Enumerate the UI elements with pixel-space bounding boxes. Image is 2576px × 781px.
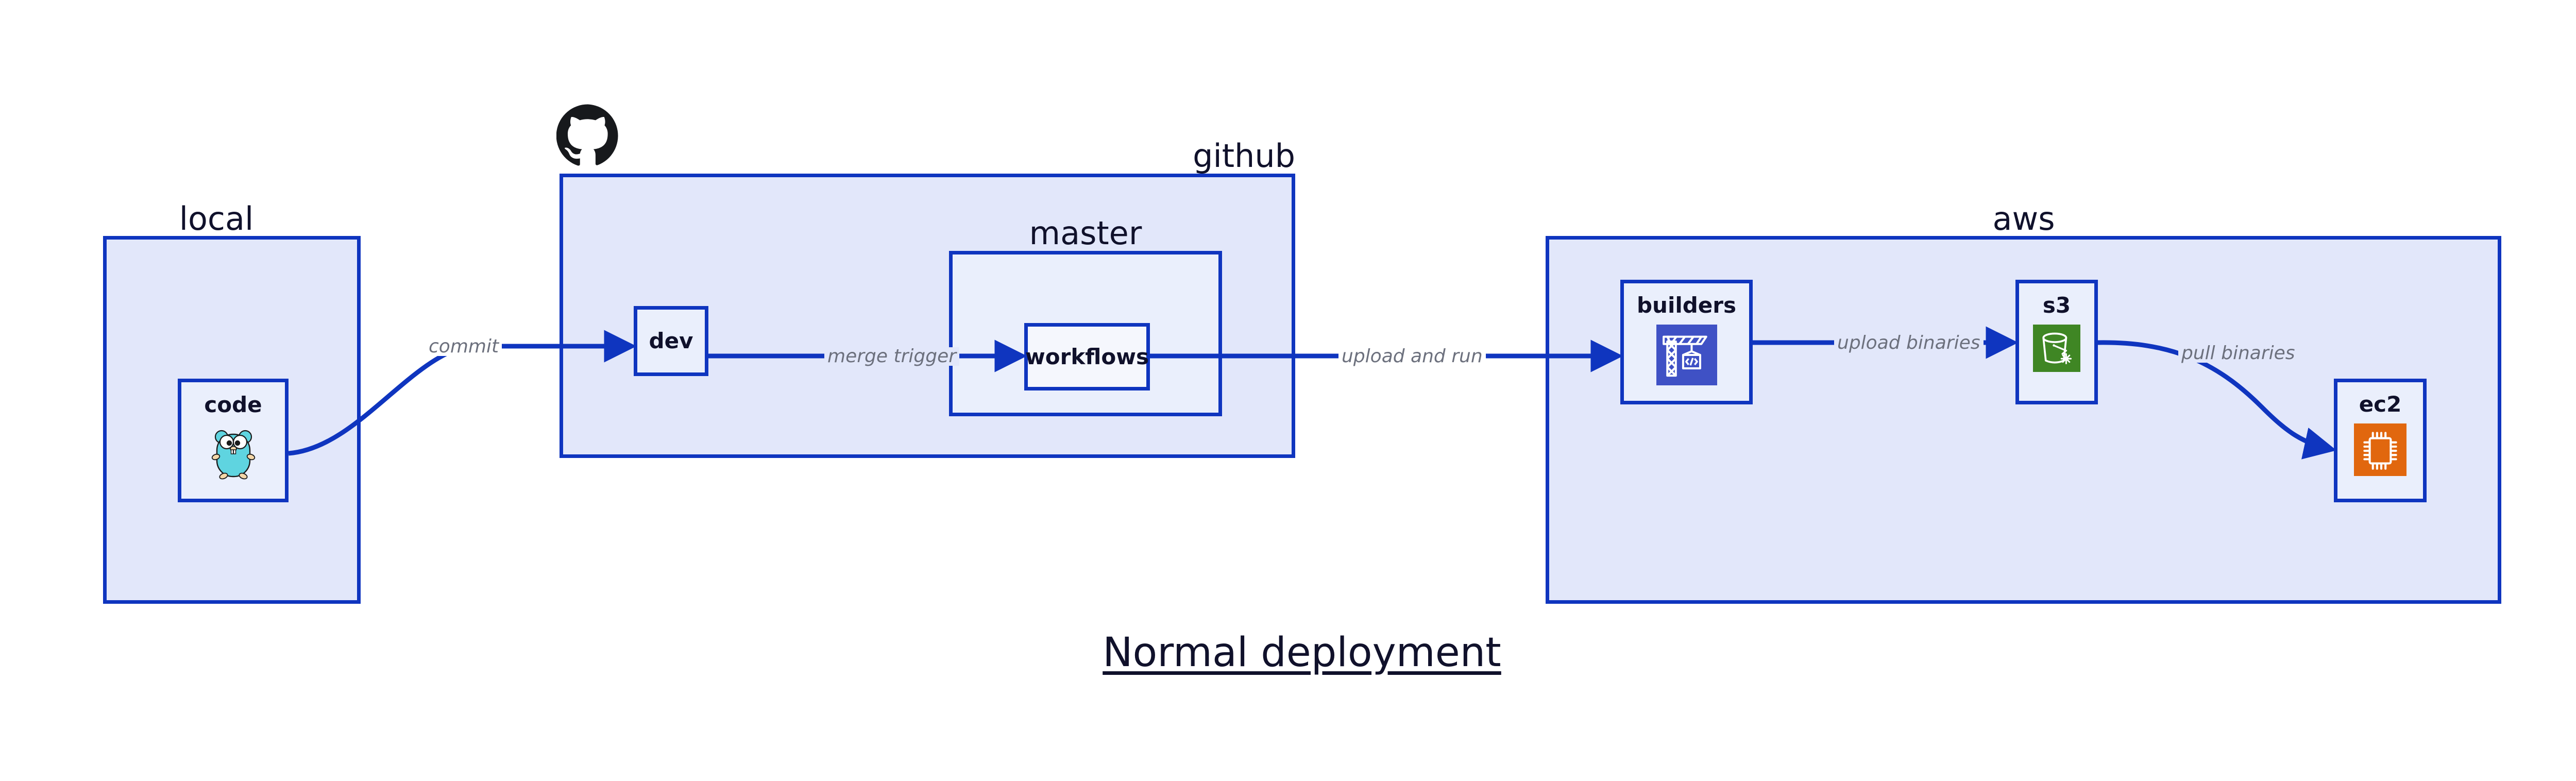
edge-label-commit: commit xyxy=(426,337,502,356)
group-master-label: master xyxy=(1029,214,1142,252)
group-local-label: local xyxy=(179,200,254,237)
edge-label-pull-binaries: pull binaries xyxy=(2178,344,2298,363)
group-github-label: github xyxy=(1193,137,1295,175)
node-dev[interactable]: dev xyxy=(634,306,708,376)
node-code[interactable]: code xyxy=(178,379,289,502)
edge-label-merge-trigger: merge trigger xyxy=(824,347,960,366)
node-ec2-label: ec2 xyxy=(2359,392,2402,417)
edge-label-upload-binaries: upload binaries xyxy=(1834,334,1984,352)
node-dev-label: dev xyxy=(649,328,693,353)
ec2-chip-icon xyxy=(2354,423,2406,478)
edge-label-upload-and-run: upload and run xyxy=(1338,347,1486,366)
group-aws-label: aws xyxy=(1992,200,2055,237)
diagram-title: Normal deployment xyxy=(1103,630,1501,676)
node-s3-label: s3 xyxy=(2042,293,2071,318)
node-workflows[interactable]: workflows xyxy=(1024,323,1150,390)
go-gopher-icon xyxy=(210,425,257,484)
node-code-label: code xyxy=(204,392,262,417)
github-mark-icon xyxy=(556,104,619,166)
node-builders[interactable]: builders xyxy=(1620,280,1753,404)
crane-code-icon xyxy=(1656,325,1717,387)
node-builders-label: builders xyxy=(1636,293,1737,318)
node-workflows-label: workflows xyxy=(1025,344,1149,369)
node-ec2[interactable]: ec2 xyxy=(2334,379,2427,502)
node-s3[interactable]: s3 xyxy=(2015,280,2098,404)
s3-bucket-icon xyxy=(2033,325,2080,374)
